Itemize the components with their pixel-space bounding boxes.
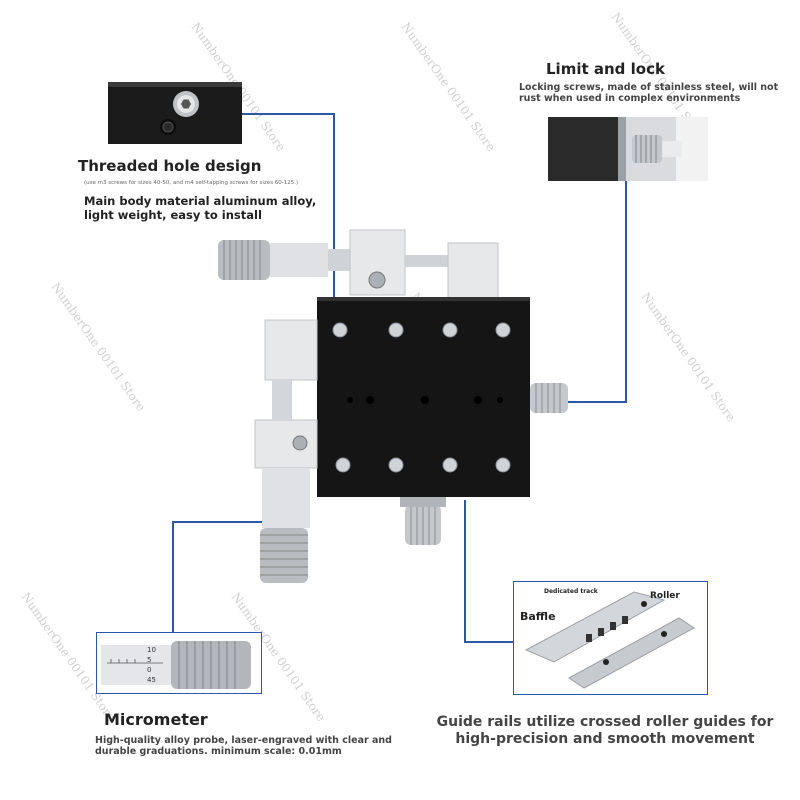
label-roller: Roller	[650, 591, 680, 601]
watermark-1: NumberOne 00101 Store	[48, 280, 149, 414]
scale-label-0: 0	[147, 666, 152, 674]
label-baffle: Baffle	[520, 610, 556, 623]
label-dedicated-track: Dedicated track	[544, 588, 598, 595]
watermark-5: NumberOne 00101 Store	[638, 290, 739, 424]
scale-label-45: 45	[147, 676, 156, 684]
threaded-hole-inset	[108, 82, 242, 144]
threaded-desc: Main body material aluminum alloy, light…	[84, 194, 317, 222]
limit-lock-photo	[548, 117, 708, 181]
limit-title: Limit and lock	[546, 60, 665, 78]
watermark-3: NumberOne 00101 Store	[398, 20, 499, 154]
micrometer-title: Micrometer	[104, 710, 208, 729]
micrometer-photo	[97, 633, 261, 693]
threaded-hole-photo	[108, 82, 242, 144]
limit-lock-inset	[548, 117, 708, 181]
guide-rail-photo	[514, 582, 707, 694]
guide-rail-inset: Dedicated track Roller Baffle	[513, 581, 708, 695]
threaded-note: (use m3 screws for sizes 40-50, and m4 s…	[84, 180, 299, 186]
xy-stage-product	[218, 229, 568, 583]
threaded-connector-v	[333, 113, 335, 313]
guide-connector-h	[464, 641, 514, 643]
limit-connector-v	[625, 181, 627, 403]
micrometer-connector-h	[172, 521, 262, 523]
scale-label-5: 5	[147, 656, 152, 664]
threaded-connector-h	[242, 113, 334, 115]
threaded-title: Threaded hole design	[78, 157, 262, 175]
scale-label-10: 10	[147, 646, 156, 654]
micrometer-scale-labels: 10 5 0 45	[147, 645, 156, 685]
limit-connector-h	[553, 401, 626, 403]
micrometer-connector-v	[172, 521, 174, 633]
guide-connector-v	[464, 500, 466, 642]
limit-desc: Locking screws, made of stainless steel,…	[519, 82, 779, 104]
micrometer-inset: 10 5 0 45	[96, 632, 262, 694]
micrometer-desc: High-quality alloy probe, laser-engraved…	[95, 735, 392, 757]
guide-title: Guide rails utilize crossed roller guide…	[436, 714, 774, 747]
